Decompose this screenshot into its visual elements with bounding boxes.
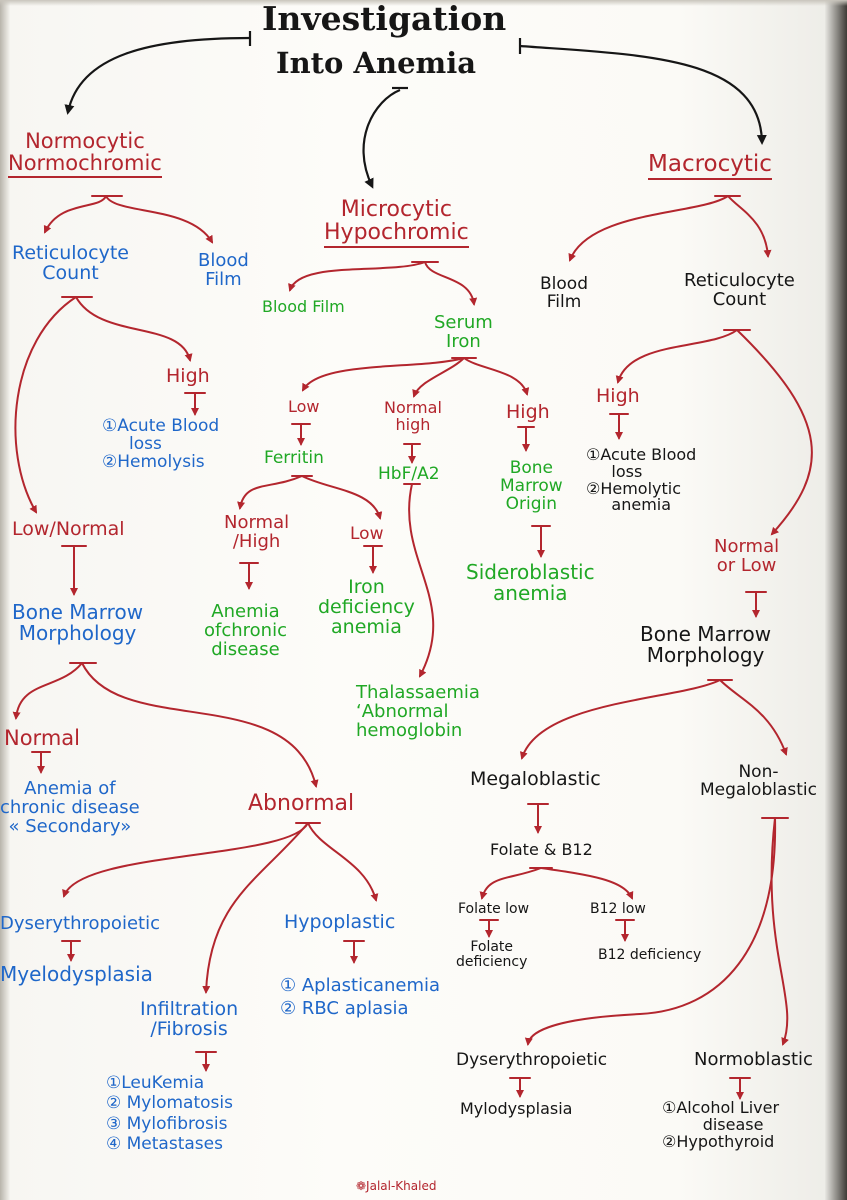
microcytic-normal-high-ferritin: Normal /High xyxy=(224,512,290,552)
microcytic-high: High xyxy=(506,401,550,423)
macrocytic-blood-film: Blood Film xyxy=(540,274,588,312)
microcytic-anemia-chronic-disease: Anemia ofchronic disease xyxy=(204,601,287,660)
paper-top-shadow xyxy=(0,0,847,6)
macrocytic-folate-low: Folate low xyxy=(458,901,530,917)
macrocytic-megaloblastic: Megaloblastic xyxy=(470,768,601,790)
title-line-1: Investigation xyxy=(262,0,507,38)
normocytic-arrows xyxy=(12,195,379,1072)
microcytic-sideroblastic-anemia: Sideroblastic anemia xyxy=(466,560,595,605)
macrocytic-folate-b12: Folate & B12 xyxy=(490,840,593,859)
normocytic-blood-film: Blood Film xyxy=(198,250,249,290)
microcytic-normal-high: Normal high xyxy=(384,398,442,434)
macrocytic-heading: Macrocytic xyxy=(648,152,772,181)
macrocytic-non-megaloblastic: Non- Megaloblastic xyxy=(700,762,817,800)
macrocytic-b12-deficiency: B12 deficiency xyxy=(598,947,702,963)
microcytic-arrows xyxy=(237,261,551,678)
microcytic-iron-deficiency-anemia: Iron deficiency anemia xyxy=(318,576,415,638)
microcytic-serum-iron: Serum Iron xyxy=(434,312,493,352)
normocytic-high: High xyxy=(166,365,210,387)
macrocytic-normoblastic: Normoblastic xyxy=(694,1049,813,1070)
normocytic-normal: Normal xyxy=(4,726,80,750)
normocytic-normal-result: Anemia of chronic disease « Secondary» xyxy=(0,778,140,837)
normocytic-hypoplastic: Hypoplastic xyxy=(284,911,396,933)
normocytic-infiltration-causes: ①LeuKemia ② Mylomatosis ③ Mylofibrosis ④… xyxy=(106,1073,233,1155)
microcytic-low-ferritin: Low xyxy=(350,524,384,544)
macrocytic-high-causes: ①Acute Blood loss ②Hemolytic anemia xyxy=(586,445,697,515)
normocytic-low-normal: Low/Normal xyxy=(12,518,125,540)
macrocytic-normal-or-low: Normal or Low xyxy=(714,536,780,576)
microcytic-bone-marrow-origin: Bone Marrow Origin xyxy=(500,458,563,514)
normocytic-myelodysplasia: Myelodysplasia xyxy=(0,962,153,986)
macrocytic-bone-marrow-morphology: Bone Marrow Morphology xyxy=(640,622,772,667)
normocytic-high-causes: ①Acute Blood loss ②Hemolysis xyxy=(102,416,220,472)
title-line-2: Into Anemia xyxy=(276,46,477,80)
macrocytic-normoblastic-causes: ①Alcohol Liver disease ②Hypothyroid xyxy=(662,1098,780,1151)
normocytic-abnormal: Abnormal xyxy=(248,791,355,816)
macrocytic-b12-low: B12 low xyxy=(590,901,646,917)
title-to-macrocytic-arrow xyxy=(519,44,767,145)
normocytic-reticulocyte-count: Reticulocyte Count xyxy=(12,242,129,284)
author-signature: ❁Jalal-Khaled xyxy=(356,1179,437,1193)
normocytic-heading: Normocytic Normochromic xyxy=(8,130,162,179)
title-to-normocytic-arrow xyxy=(64,36,251,115)
microcytic-ferritin: Ferritin xyxy=(264,448,324,468)
microcytic-heading: Microcytic Hypochromic xyxy=(324,198,469,249)
macrocytic-folate-deficiency: Folate deficiency xyxy=(456,939,528,970)
normocytic-hypoplastic-causes: ① Aplasticanemia ② RBC aplasia xyxy=(280,975,441,1020)
paper-edge-shadow xyxy=(0,0,10,1200)
macrocytic-mylodysplasia: Mylodysplasia xyxy=(460,1099,573,1118)
microcytic-blood-film: Blood Film xyxy=(262,297,345,316)
macrocytic-dyserythropoietic: Dyserythropoietic xyxy=(456,1050,608,1070)
normocytic-bone-marrow-morphology: Bone Marrow Morphology xyxy=(12,600,144,645)
background-edge xyxy=(825,0,847,1200)
macrocytic-high: High xyxy=(596,385,640,407)
microcytic-low: Low xyxy=(288,397,320,416)
macrocytic-reticulocyte-count: Reticulocyte Count xyxy=(684,270,795,310)
normocytic-infiltration-fibrosis: Infiltration /Fibrosis xyxy=(140,998,239,1040)
normocytic-dyserythropoietic: Dyserythropoietic xyxy=(0,913,160,934)
title-to-microcytic-arrow xyxy=(362,88,401,189)
microcytic-thalassaemia: Thalassaemia ‘Abnormal hemoglobin xyxy=(356,682,480,741)
macrocytic-arrows xyxy=(479,195,813,1100)
microcytic-hbf-a2: HbF/A2 xyxy=(378,464,440,484)
